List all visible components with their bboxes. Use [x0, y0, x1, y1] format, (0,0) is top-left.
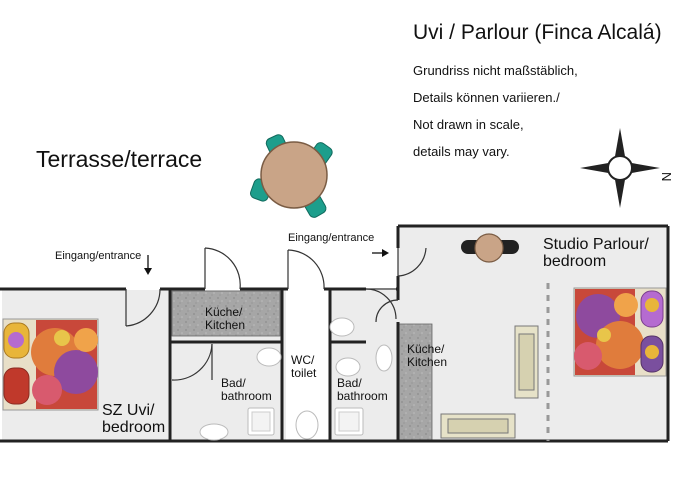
- entrance-right-label: Eingang/entrance: [288, 232, 375, 244]
- room-label-bath-left: Bad/ bathroom: [221, 376, 272, 403]
- scale-note: Grundriss nicht maßstäblich, Details kön…: [413, 50, 578, 172]
- plan-title: Uvi / Parlour (Finca Alcalá): [413, 21, 662, 44]
- bathroom-right-fixtures: [329, 317, 393, 436]
- scale-note-line: details may vary.: [413, 143, 510, 159]
- room-label-bedroom-uvi: SZ Uvi/ bedroom: [102, 402, 166, 436]
- room-label-wc: WC/ toilet: [291, 353, 317, 380]
- walls: [0, 224, 670, 443]
- room-label-kitchen-small: Küche/ Kitchen: [205, 305, 246, 332]
- doors: [125, 247, 427, 381]
- entrance-arrow-left: [144, 255, 152, 275]
- scale-note-line: Grundriss nicht maßstäblich,: [413, 62, 578, 78]
- room-label-bath-right: Bad/ bathroom: [337, 376, 388, 403]
- scale-note-line: Details können variieren./: [413, 89, 560, 105]
- wc-fixtures: [295, 410, 319, 440]
- room-label-studio-parlour: Studio Parlour/ bedroom: [543, 236, 649, 270]
- entrance-left-label: Eingang/entrance: [55, 250, 142, 262]
- scale-note-line: Not drawn in scale,: [413, 116, 524, 132]
- bed-parlour: [573, 287, 667, 377]
- room-label-kitchen-right: Küche/ Kitchen: [407, 342, 448, 369]
- kitchen-counter-right: [398, 323, 433, 441]
- bed-uvi: [2, 318, 99, 411]
- terrace-label: Terrasse/terrace: [36, 146, 203, 172]
- compass-north-label: N: [659, 172, 674, 181]
- studio-table: [461, 233, 519, 263]
- terrace-table: [250, 134, 333, 218]
- sofa-vertical: [514, 325, 539, 399]
- bathroom-left-fixtures: [199, 347, 282, 441]
- compass-icon: N: [580, 128, 674, 208]
- sofa-horizontal: [440, 413, 516, 439]
- kitchen-counter-small: [171, 290, 281, 337]
- entrance-arrow-right: [372, 249, 389, 257]
